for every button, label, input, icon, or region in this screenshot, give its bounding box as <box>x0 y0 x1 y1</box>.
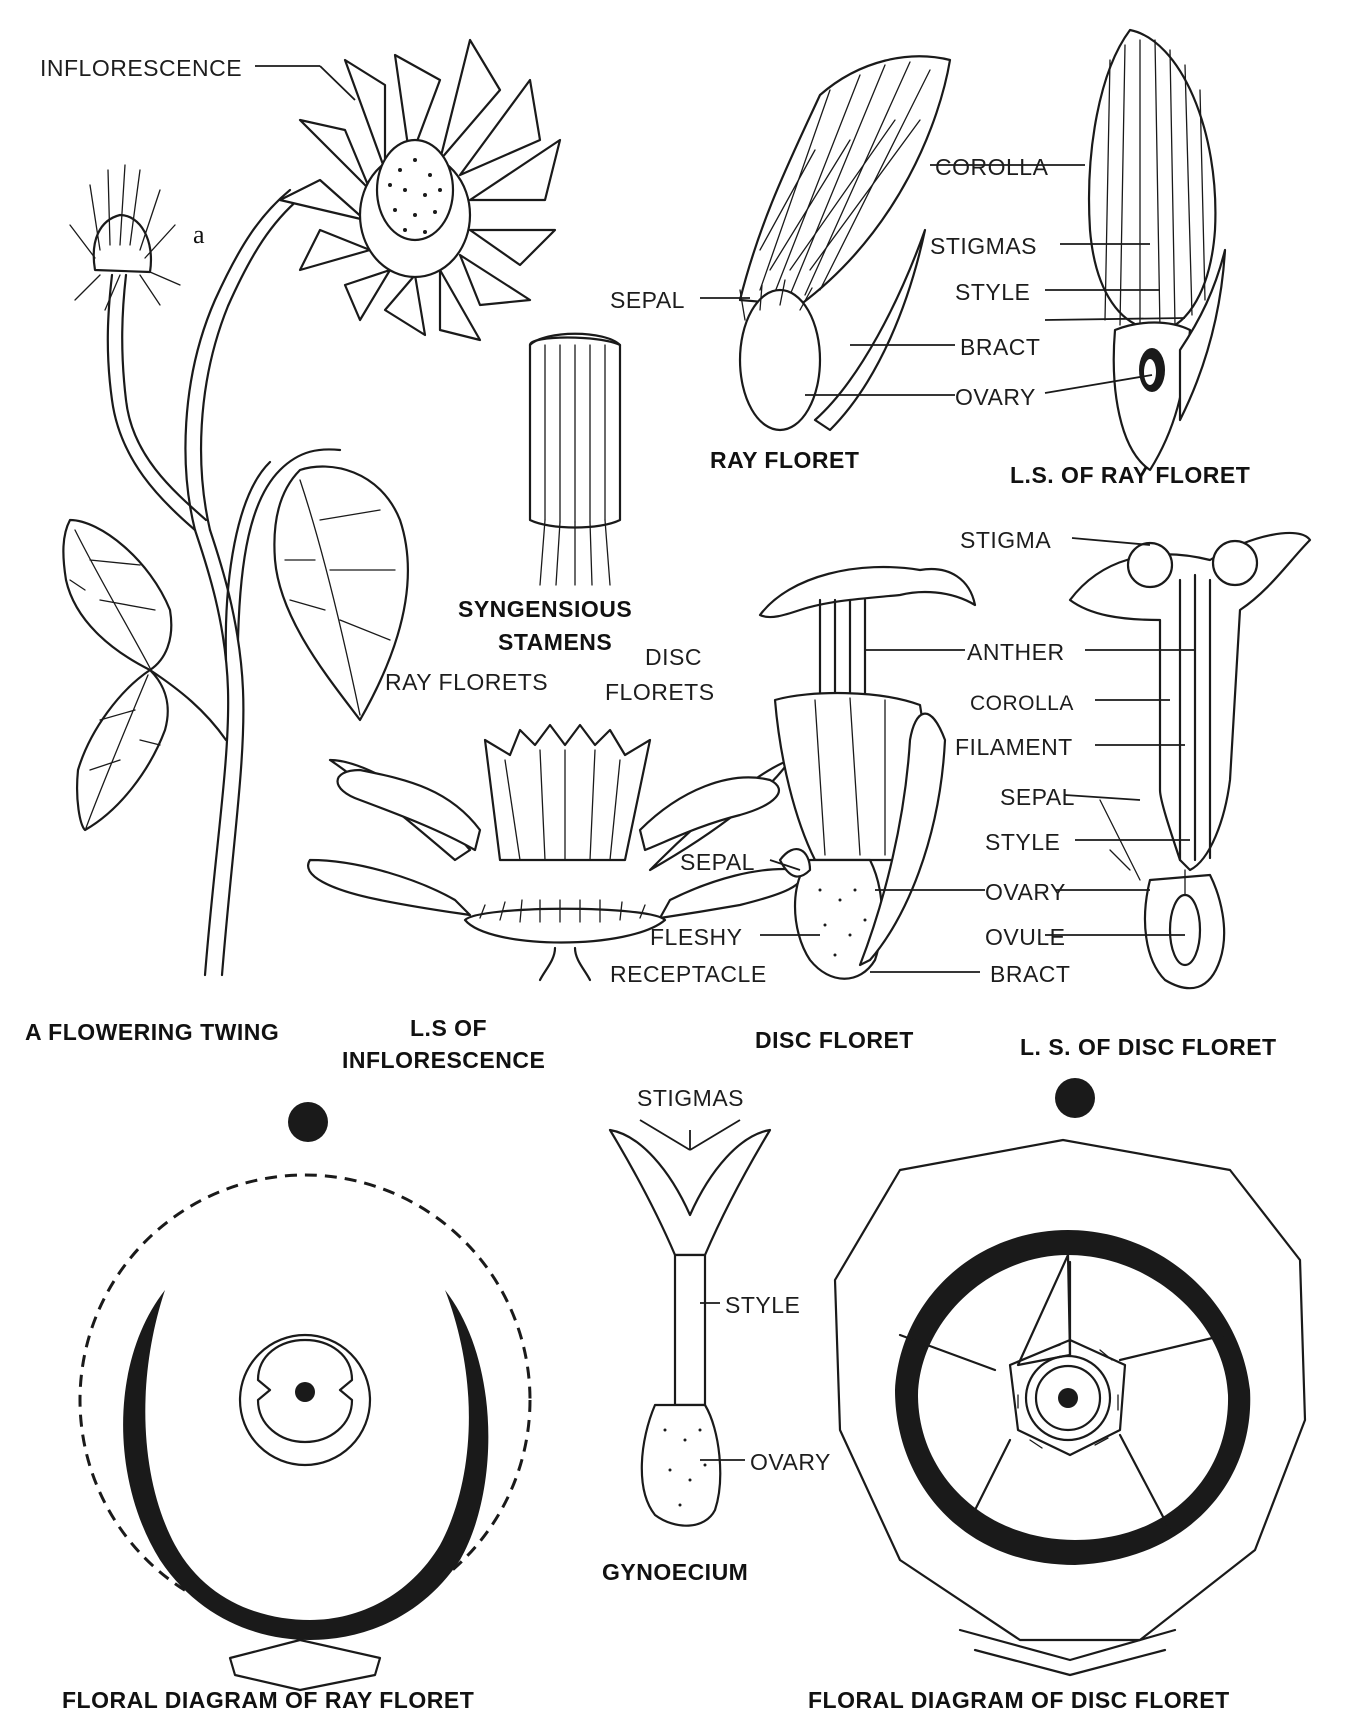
label-ovary-ray: OVARY <box>955 384 1036 410</box>
label-stigma-disc: STIGMA <box>960 527 1051 553</box>
label-style-disc: STYLE <box>985 829 1060 855</box>
label-disc-florets-2: FLORETS <box>605 679 715 705</box>
label-ovary-disc: OVARY <box>985 879 1066 905</box>
disc-floret-drawing <box>760 567 975 979</box>
label-sepal-disc: SEPAL <box>680 849 755 875</box>
label-corolla-ray: COROLLA <box>935 154 1049 180</box>
label-disc-florets-1: DISC <box>645 644 702 670</box>
label-inflorescence: INFLORESCENCE <box>40 55 242 81</box>
label-receptacle: RECEPTACLE <box>610 961 767 987</box>
caption-flowering-twig: A FLOWERING TWING <box>25 1019 279 1045</box>
axis-dot-disc <box>1055 1078 1095 1118</box>
label-ovule: OVULE <box>985 924 1065 950</box>
syngenesious-stamens-drawing <box>530 334 620 585</box>
caption-syngensious-1: SYNGENSIOUS <box>458 596 632 622</box>
gynoecium-drawing <box>610 1130 770 1526</box>
caption-floral-diagram-disc: FLORAL DIAGRAM OF DISC FLORET <box>808 1687 1230 1713</box>
label-anther: ANTHER <box>967 639 1065 665</box>
caption-disc-floret: DISC FLORET <box>755 1027 914 1053</box>
label-ray-florets: RAY FLORETS <box>385 669 548 695</box>
ls-ray-floret-drawing <box>1089 30 1225 470</box>
figure-captions: RAY FLORET L.S. OF RAY FLORET SYNGENSIOU… <box>25 447 1277 1713</box>
caption-ls-ray-floret: L.S. OF RAY FLORET <box>1010 462 1250 488</box>
caption-ls-disc-floret: L. S. OF DISC FLORET <box>1020 1034 1277 1060</box>
label-sepal-disc-ls: SEPAL <box>1000 784 1075 810</box>
caption-ls-inflorescence-2: INFLORESCENCE <box>342 1047 545 1073</box>
caption-syngensious-2: STAMENS <box>498 629 612 655</box>
label-bract-ray: BRACT <box>960 334 1040 360</box>
label-style-gyn: STYLE <box>725 1292 800 1318</box>
floral-diagram-disc <box>835 1078 1305 1675</box>
flowering-twig-drawing <box>63 40 560 975</box>
axis-dot-ray <box>288 1102 328 1142</box>
label-fleshy: FLESHY <box>650 924 742 950</box>
label-corolla-disc: COROLLA <box>970 692 1074 715</box>
label-bract-disc: BRACT <box>990 961 1070 987</box>
ray-floret-drawing <box>740 56 950 430</box>
caption-gynoecium: GYNOECIUM <box>602 1559 748 1585</box>
label-stigmas-ray: STIGMAS <box>930 233 1037 259</box>
caption-ls-inflorescence-1: L.S OF <box>410 1015 487 1041</box>
label-ovary-gyn: OVARY <box>750 1449 831 1475</box>
ls-disc-floret-drawing <box>1070 533 1310 988</box>
floral-diagram-ray <box>80 1102 530 1690</box>
label-filament: FILAMENT <box>955 734 1073 760</box>
label-sepal-ray: SEPAL <box>610 287 685 313</box>
caption-ray-floret: RAY FLORET <box>710 447 859 473</box>
label-style-ray: STYLE <box>955 279 1030 305</box>
label-a: a <box>193 220 205 249</box>
label-stigmas-gyn: STIGMAS <box>637 1085 744 1111</box>
caption-floral-diagram-ray: FLORAL DIAGRAM OF RAY FLORET <box>62 1687 474 1713</box>
